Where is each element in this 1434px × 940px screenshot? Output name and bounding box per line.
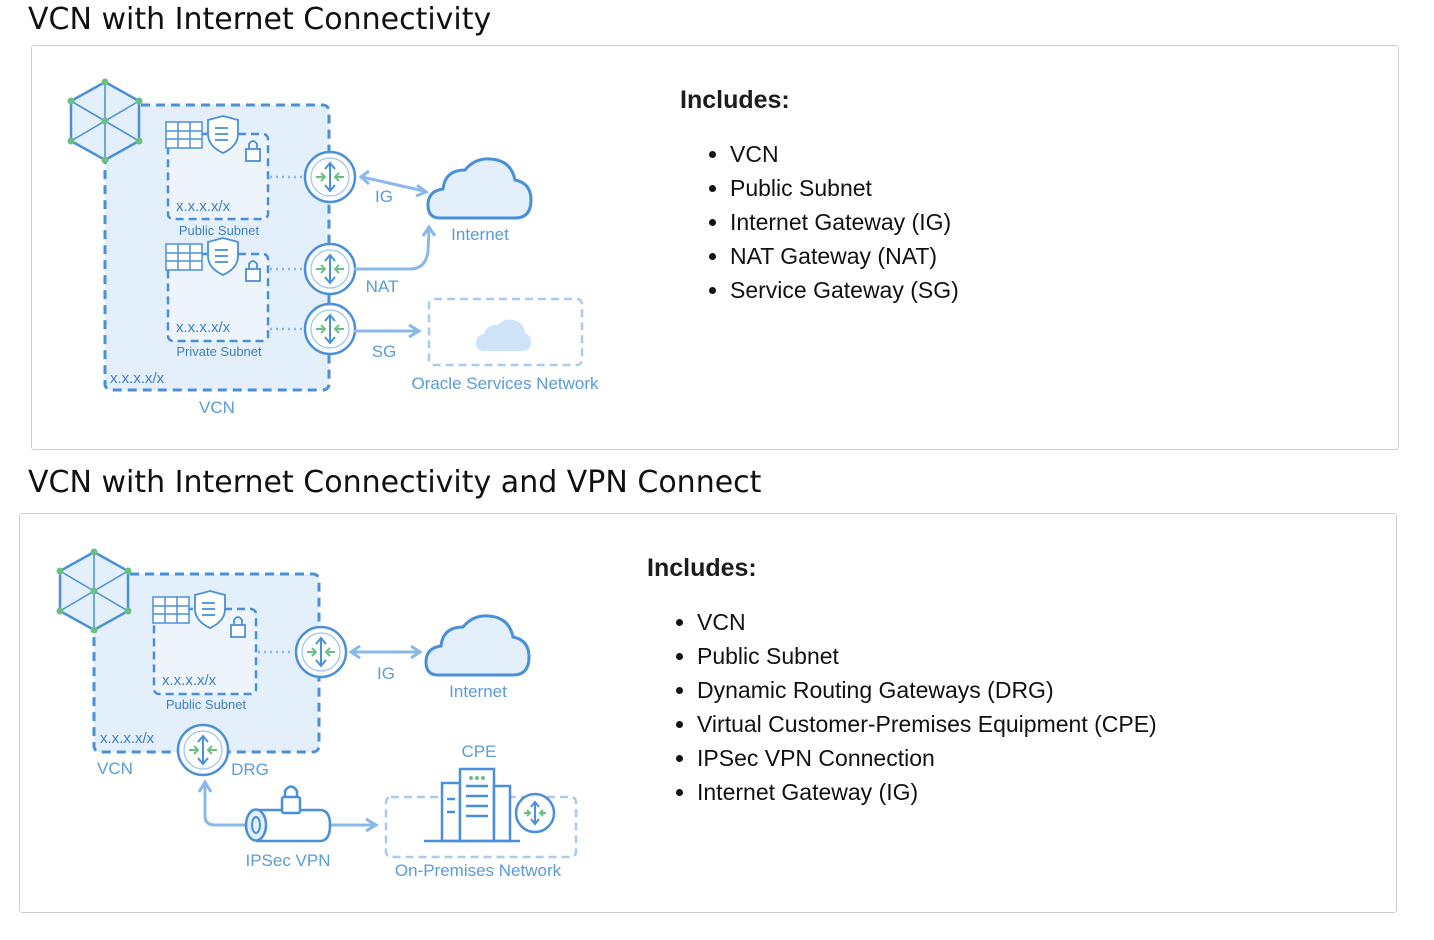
building-icon — [424, 767, 520, 843]
drg-label: DRG — [231, 760, 269, 779]
vcn-cidr: x.x.x.x/x — [100, 730, 155, 747]
subnet-label: Private Subnet — [176, 344, 262, 359]
server-rack-icon — [165, 121, 203, 149]
includes-panel: Includes: VCN Public Subnet Internet Gat… — [680, 86, 959, 307]
list-item: Internet Gateway (IG) — [697, 775, 1157, 809]
nat-gateway-icon — [303, 242, 357, 296]
on-premises-network-label: On-Premises Network — [395, 861, 562, 880]
list-item: Virtual Customer-Premises Equipment (CPE… — [697, 707, 1157, 741]
section-title: VCN with Internet Connectivity and VPN C… — [28, 465, 762, 500]
sg-label: SG — [372, 342, 397, 361]
vcn-label: VCN — [199, 398, 235, 417]
internet-cloud-icon — [424, 614, 531, 677]
nat-label: NAT — [366, 277, 399, 296]
list-item: Public Subnet — [730, 171, 959, 205]
server-rack-icon — [152, 596, 190, 624]
subnet-label: Public Subnet — [166, 697, 247, 712]
security-shield-icon — [207, 115, 239, 154]
oracle-services-network-label: Oracle Services Network — [411, 374, 599, 393]
lock-icon — [245, 140, 261, 162]
includes-panel: Includes: VCN Public Subnet Dynamic Rout… — [647, 554, 1157, 809]
list-item: Service Gateway (SG) — [730, 273, 959, 307]
vcn-vpn-diagram: x.x.x.x/x Public Subnet x.x.x.x/x VCN DR… — [56, 548, 578, 880]
subnet-cidr: x.x.x.x/x — [162, 672, 217, 689]
internet-cloud-icon — [426, 157, 533, 220]
vcn-internet-diagram: x.x.x.x/x Public Subnet x.x.x.x/x Privat… — [67, 78, 599, 417]
cpe-router-icon — [514, 792, 556, 834]
ipsec-vpn-label: IPSec VPN — [245, 851, 330, 870]
security-shield-icon — [194, 590, 226, 629]
includes-list: VCN Public Subnet Dynamic Routing Gatewa… — [647, 605, 1157, 809]
oracle-cloud-icon — [476, 319, 531, 351]
subnet-cidr: x.x.x.x/x — [176, 319, 231, 336]
ig-label: IG — [375, 187, 393, 206]
server-rack-icon — [165, 243, 203, 271]
internet-gateway-icon — [303, 150, 357, 204]
list-item: Dynamic Routing Gateways (DRG) — [697, 673, 1157, 707]
subnet-cidr: x.x.x.x/x — [176, 198, 231, 215]
list-item: NAT Gateway (NAT) — [730, 239, 959, 273]
list-item: VCN — [697, 605, 1157, 639]
diagram-card: x.x.x.x/x Public Subnet x.x.x.x/x Privat… — [31, 45, 1399, 450]
includes-list: VCN Public Subnet Internet Gateway (IG) … — [680, 137, 959, 307]
internet-label: Internet — [451, 225, 509, 244]
internet-gateway-icon — [294, 625, 348, 679]
includes-heading: Includes: — [647, 554, 757, 582]
list-item: Internet Gateway (IG) — [730, 205, 959, 239]
section-title: VCN with Internet Connectivity — [28, 2, 492, 37]
ipsec-vpn-tunnel-icon — [244, 785, 332, 843]
cpe-label: CPE — [462, 742, 497, 761]
list-item: VCN — [730, 137, 959, 171]
internet-label: Internet — [449, 682, 507, 701]
subnet-label: Public Subnet — [179, 223, 260, 238]
lock-icon — [245, 260, 261, 282]
ig-label: IG — [377, 664, 395, 683]
includes-heading: Includes: — [680, 86, 790, 114]
service-gateway-icon — [303, 302, 357, 356]
list-item: Public Subnet — [697, 639, 1157, 673]
vcn-label: VCN — [97, 759, 133, 778]
vcn-cidr: x.x.x.x/x — [110, 370, 165, 387]
diagram-card: x.x.x.x/x Public Subnet x.x.x.x/x VCN DR… — [19, 513, 1397, 913]
security-shield-icon — [207, 237, 239, 276]
list-item: IPSec VPN Connection — [697, 741, 1157, 775]
lock-icon — [230, 616, 246, 638]
drg-icon — [176, 723, 230, 777]
